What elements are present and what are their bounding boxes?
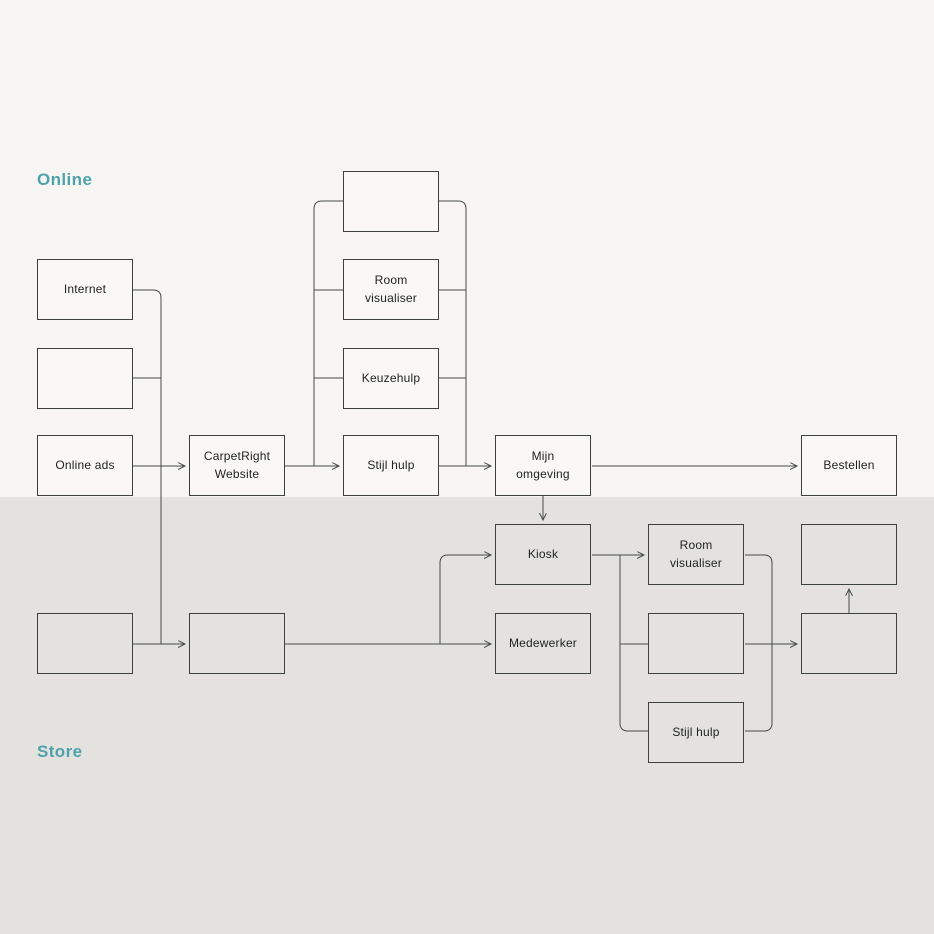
node-room-visualiser-store[interactable]: Room visualiser [648, 524, 744, 585]
node-online-ads[interactable]: Online ads [37, 435, 133, 496]
node-carpetright-website[interactable]: CarpetRight Website [189, 435, 285, 496]
node-medewerker[interactable]: Medewerker [495, 613, 591, 674]
node-label: Stijl hulp [367, 457, 415, 472]
online-section-background [0, 0, 934, 497]
node-label: Mijn omgeving [516, 449, 570, 481]
node-bestellen[interactable]: Bestellen [801, 435, 897, 496]
node-label: Online ads [55, 457, 115, 472]
node-mijn-omgeving[interactable]: Mijn omgeving [495, 435, 591, 496]
node-label: Medewerker [508, 635, 578, 650]
node-stijl-hulp-store[interactable]: Stijl hulp [648, 702, 744, 763]
node-blank-store-right1[interactable] [801, 524, 897, 585]
node-blank-store-left2[interactable] [189, 613, 285, 674]
node-label: Kiosk [527, 546, 559, 561]
node-blank-store-right2[interactable] [801, 613, 897, 674]
node-label: Internet [63, 281, 107, 296]
node-label: CarpetRight Website [203, 449, 271, 481]
node-label: Stijl hulp [672, 724, 720, 739]
node-blank-online-top[interactable] [343, 171, 439, 232]
store-section-background [0, 497, 934, 934]
node-room-visualiser-online[interactable]: Room visualiser [343, 259, 439, 320]
node-label: Bestellen [823, 457, 875, 472]
node-keuzehulp[interactable]: Keuzehulp [343, 348, 439, 409]
node-label: Room visualiser [364, 273, 417, 305]
online-section-label: Online [37, 170, 93, 189]
store-section-label: Store [37, 742, 83, 761]
node-internet[interactable]: Internet [37, 259, 133, 320]
node-label: Keuzehulp [361, 370, 421, 385]
node-label: Room visualiser [669, 538, 722, 570]
node-blank-store-left1[interactable] [37, 613, 133, 674]
node-blank-online-left[interactable] [37, 348, 133, 409]
node-blank-store-mid[interactable] [648, 613, 744, 674]
node-stijl-hulp-online[interactable]: Stijl hulp [343, 435, 439, 496]
node-kiosk[interactable]: Kiosk [495, 524, 591, 585]
